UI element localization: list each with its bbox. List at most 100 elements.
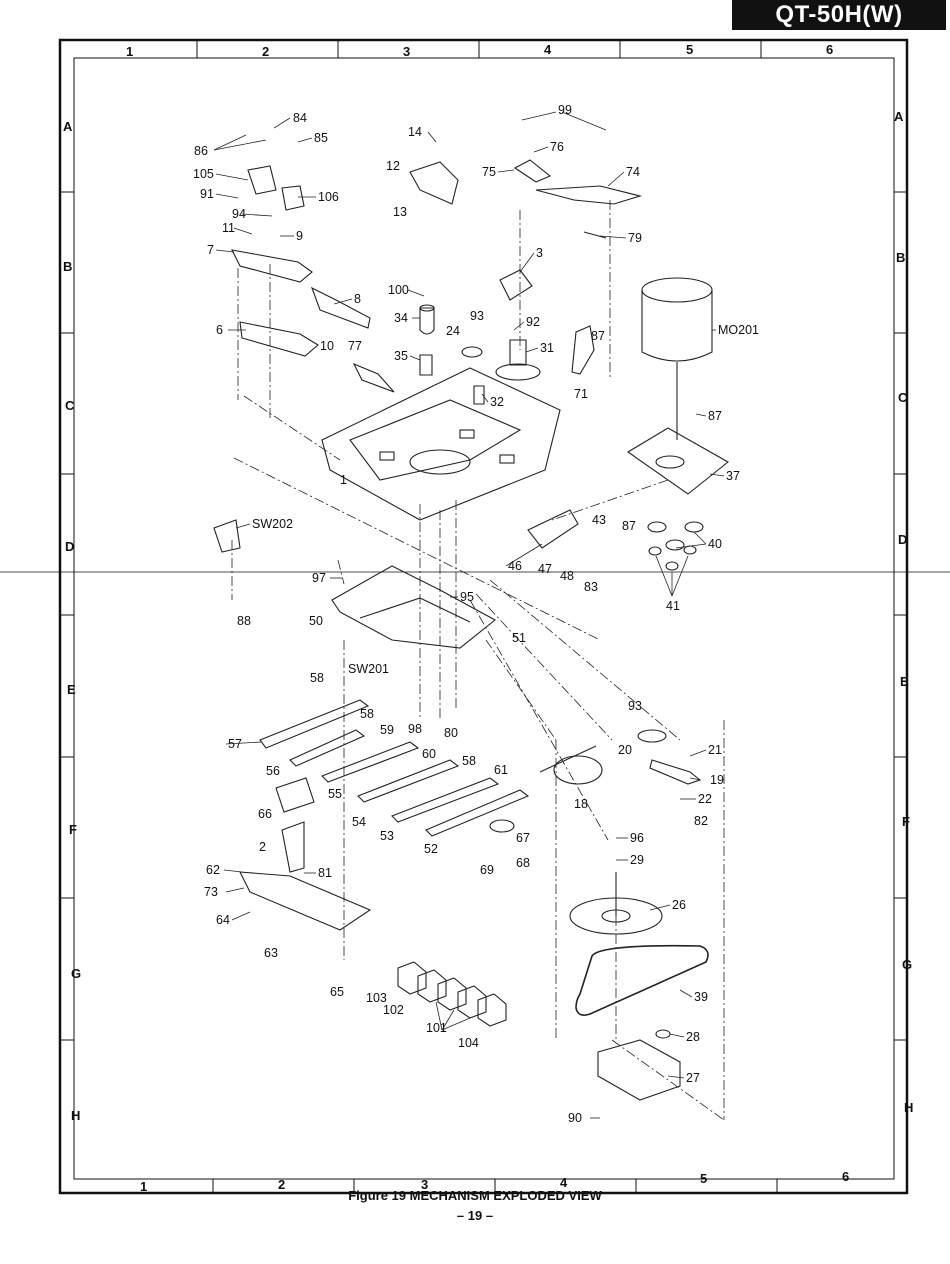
part-label: 24: [446, 324, 460, 338]
col-label-top: 5: [686, 42, 693, 57]
part-label: 37: [726, 469, 740, 483]
motor-bracket-artwork: [626, 427, 729, 495]
part-label: 100: [388, 283, 409, 297]
part-label: 59: [380, 723, 394, 737]
part-label: 2: [259, 840, 266, 854]
part-label: 101: [426, 1021, 447, 1035]
part-label: 95: [460, 590, 474, 604]
part-label: 34: [394, 311, 408, 325]
part-label: SW201: [348, 662, 389, 676]
part-label: 7: [207, 243, 214, 257]
part-label: 96: [630, 831, 644, 845]
row-label-left: D: [65, 539, 74, 554]
alignment-lines: [231, 200, 725, 1121]
part-label: 60: [422, 747, 436, 761]
part-label: 29: [630, 853, 644, 867]
part-label: 99: [558, 103, 572, 117]
part-label: 19: [710, 773, 724, 787]
part-label: 103: [366, 991, 387, 1005]
roller-artwork: [419, 304, 541, 405]
part-label: 58: [462, 754, 476, 768]
parts-artwork: [213, 159, 729, 1121]
part-label: 71: [574, 387, 588, 401]
grid-labels: 1 2 3 4 5 6 1 2 3 4 5 6 A B C D E F G H …: [63, 42, 913, 1194]
belt-artwork: [575, 944, 709, 1016]
part-label: 80: [444, 726, 458, 740]
part-label: 63: [264, 946, 278, 960]
part-label: 79: [628, 231, 642, 245]
part-label: 40: [708, 537, 722, 551]
lever-artwork: [409, 159, 643, 375]
part-label: 75: [482, 165, 496, 179]
part-label: 9: [296, 229, 303, 243]
part-label: 55: [328, 787, 342, 801]
drawing-frame: [0, 38, 950, 1195]
row-label-left: C: [65, 398, 75, 413]
pulleys-artwork: [647, 521, 704, 571]
keys-artwork: [397, 961, 507, 1027]
part-label: 22: [698, 792, 712, 806]
page-number: – 19 –: [456, 1208, 494, 1223]
part-label: 73: [204, 885, 218, 899]
part-label: 32: [490, 395, 504, 409]
row-label-right: H: [904, 1100, 913, 1115]
col-label-bottom: 2: [278, 1177, 285, 1192]
part-label: 28: [686, 1030, 700, 1044]
row-label-right: E: [900, 674, 909, 689]
leader-lines: [213, 111, 725, 1119]
col-label-bottom: 6: [842, 1169, 849, 1184]
part-label: 77: [348, 339, 362, 353]
motor-artwork: [641, 277, 713, 440]
part-label: 74: [626, 165, 640, 179]
row-label-right: A: [894, 109, 904, 124]
part-label: 90: [568, 1111, 582, 1125]
col-label-bottom: 5: [700, 1171, 707, 1186]
row-label-right: C: [898, 390, 908, 405]
part-label: 104: [458, 1036, 479, 1050]
part-label: 86: [194, 144, 208, 158]
part-label: 102: [383, 1003, 404, 1017]
part-label: 46: [508, 559, 522, 573]
part-label: 87: [622, 519, 636, 533]
part-label: 12: [386, 159, 400, 173]
part-label: 8: [354, 292, 361, 306]
part-label: 58: [360, 707, 374, 721]
part-label: 82: [694, 814, 708, 828]
part-label: 18: [574, 797, 588, 811]
part-label: 54: [352, 815, 366, 829]
part-label: 62: [206, 863, 220, 877]
col-label-top: 6: [826, 42, 833, 57]
part-label: 57: [228, 737, 242, 751]
part-label: 41: [666, 599, 680, 613]
row-label-right: D: [898, 532, 907, 547]
row-label-left: F: [69, 822, 77, 837]
part-label: 68: [516, 856, 530, 870]
part-label: 83: [584, 580, 598, 594]
col-label-bottom: 1: [140, 1179, 147, 1194]
part-label: 106: [318, 190, 339, 204]
part-label: 6: [216, 323, 223, 337]
part-label: 93: [470, 309, 484, 323]
part-label: 21: [708, 743, 722, 757]
main-chassis-artwork: [321, 367, 561, 521]
part-label: 91: [200, 187, 214, 201]
part-label: 26: [672, 898, 686, 912]
part-label: 76: [550, 140, 564, 154]
part-label: 66: [258, 807, 272, 821]
bracket-artwork: [597, 1039, 681, 1101]
part-label: 47: [538, 562, 552, 576]
part-label: 61: [494, 763, 508, 777]
slider-bars-artwork: [239, 699, 530, 931]
model-number-badge: QT-50H(W): [732, 0, 946, 30]
part-label: 97: [312, 571, 326, 585]
part-label: 58: [310, 671, 324, 685]
part-label: 13: [393, 205, 407, 219]
part-label: SW202: [252, 517, 293, 531]
part-label: 92: [526, 315, 540, 329]
part-label: 43: [592, 513, 606, 527]
col-label-top: 4: [544, 42, 552, 57]
part-label: 39: [694, 990, 708, 1004]
part-label: 51: [512, 631, 526, 645]
